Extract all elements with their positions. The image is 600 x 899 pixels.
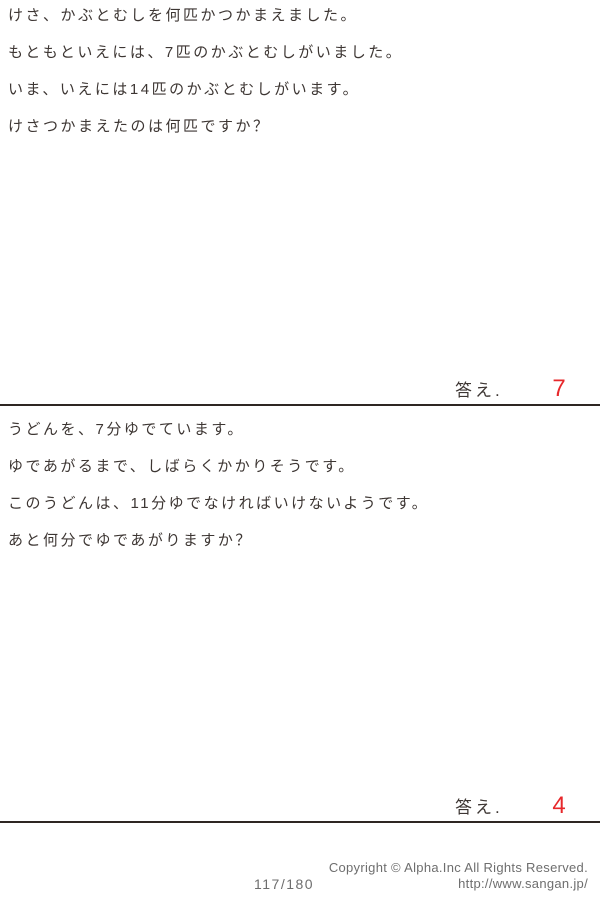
- problem-1-line-3: いま、いえには14匹のかぶとむしがいます。: [8, 81, 361, 98]
- problem-2-line-1: うどんを、7分ゆでています。: [8, 421, 245, 438]
- answer-label-2: 答え.: [455, 798, 503, 817]
- footer: 117/180 Copyright © Alpha.Inc All Rights…: [0, 822, 600, 899]
- copyright-text: Copyright © Alpha.Inc All Rights Reserve…: [328, 860, 588, 875]
- answer-value-2: 4: [552, 792, 566, 819]
- problem-2-line-3: このうどんは、11分ゆでなければいけないようです。: [8, 495, 430, 512]
- answer-label-1: 答え.: [455, 381, 503, 400]
- problem-section-2: うどんを、7分ゆでています。 ゆであがるまで、しばらくかかりそうです。 このうど…: [0, 406, 600, 823]
- problem-1-line-1: けさ、かぶとむしを何匹かつかまえました。: [8, 7, 359, 24]
- problem-section-1: けさ、かぶとむしを何匹かつかまえました。 もともといえには、7匹のかぶとむしがい…: [0, 0, 600, 406]
- problem-1-line-2: もともといえには、7匹のかぶとむしがいました。: [8, 44, 404, 61]
- problem-2-line-4: あと何分でゆであがりますか？: [8, 532, 253, 549]
- problem-2-line-2: ゆであがるまで、しばらくかかりそうです。: [8, 458, 356, 475]
- page-number: 117/180: [254, 876, 315, 892]
- answer-value-1: 7: [552, 375, 566, 402]
- copyright-block: Copyright © Alpha.Inc All Rights Reserve…: [329, 860, 588, 892]
- problem-1-line-4: けさつかまえたのは何匹ですか？: [8, 118, 271, 135]
- footer-url: http://www.sangan.jp/: [458, 876, 588, 891]
